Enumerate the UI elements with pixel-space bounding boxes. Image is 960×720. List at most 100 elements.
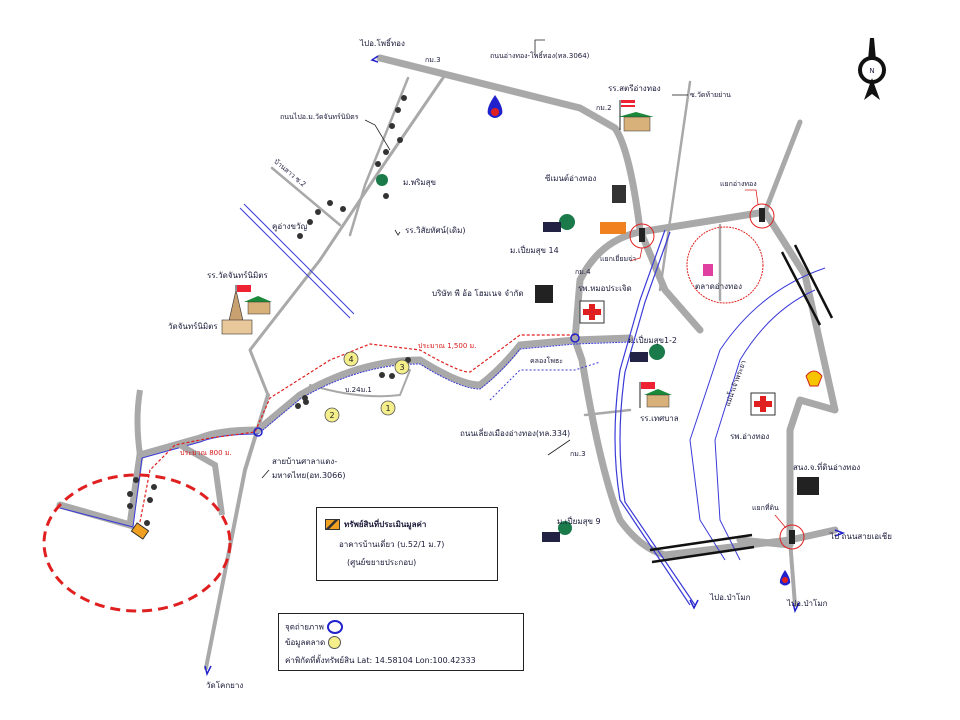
legend-market-row: ข้อมูลตลาด: [285, 636, 341, 649]
label-wat-chan: วัดจันทร์นิมิตร: [168, 322, 218, 331]
road-loop: [309, 369, 411, 398]
label-moo-piamsuk12: ม.เปี่ยมสุข1-2: [628, 336, 678, 345]
label-khu-chaeng: คูอ่างขวัญ: [272, 222, 308, 231]
school-thesaban-icon: [639, 382, 672, 408]
label-to-pamok-2: ไปอ.ป่าโมก: [787, 599, 828, 608]
label-school-satri: รร.สตรีอ่างทอง: [608, 84, 661, 93]
rivers: [239, 203, 826, 606]
label-company: บริษัท พี อ้อ โฮมเนจ จำกัด: [432, 289, 524, 298]
label-road-wat-chan: ถนนไปอ.ม.วัดจันทร์นิมิตร: [280, 113, 359, 121]
legend-property-row: ทรัพย์สินที่ประเมินมูลค่า: [325, 518, 426, 531]
label-junction-angthong: แยกอ่างทอง: [720, 180, 757, 188]
road-to-pamok-2: [788, 538, 797, 607]
market-data-point-icon: [327, 636, 341, 649]
highlight-circles: [42, 203, 805, 613]
label-hospital-angthong: รพ.อ่างทอง: [730, 432, 770, 441]
label-office: สนง.จ.ที่ดินอ่างทอง: [793, 463, 861, 472]
road-minor-2: [658, 80, 692, 292]
school-satri-icon: [618, 100, 654, 132]
label-road-angthong-phothong: ถนนอ่างทอง-โพธิ์ทอง(ทล.3064): [490, 52, 590, 60]
hospital-icons: [579, 300, 776, 416]
label-to-pamok-1: ไปอ.ป่าโมก: [710, 593, 751, 602]
camera-point-icon: [326, 620, 343, 634]
legend-coordinates-value: Lat: 14.58104 Lon:100.42333: [356, 656, 476, 665]
label-market: ตลาดอ่างทอง: [695, 282, 742, 291]
label-distance-800: ประมาณ 800 ม.: [180, 449, 232, 457]
road-minor-3: [270, 166, 342, 227]
survey-point-3: [394, 359, 410, 375]
route-line: [139, 334, 575, 523]
gas-station-icons: [487, 95, 823, 586]
property-area-circle: [42, 473, 232, 613]
label-km4: กม.4: [575, 268, 591, 276]
legend-photo-point: จุดถ่ายภาพ: [285, 622, 324, 632]
house-icons: [127, 95, 411, 526]
label-junction-thidin: แยกที่ดิน: [752, 504, 779, 512]
leader-lines: [261, 39, 688, 479]
label-canal: คลองโพธะ: [530, 357, 564, 365]
survey-point-3-label: 3: [399, 363, 404, 372]
label-village-24: บ.24ม.1: [345, 386, 372, 394]
survey-point-1: [380, 400, 396, 416]
property-legend: ทรัพย์สินที่ประเมินมูลค่า อาคารบ้านเดี่ย…: [316, 507, 498, 581]
survey-point-4-label: 4: [348, 355, 353, 364]
junction-leaders: [629, 189, 787, 529]
school-wat-chan-icon: [235, 285, 272, 315]
bridges: [649, 244, 834, 564]
label-school-wat-chan: รร.วัดจันทร์นิมิตร: [207, 271, 268, 280]
legend-coordinates-label: ค่าพิกัดที่ตั้งทรัพย์สิน: [285, 656, 355, 665]
label-km3-bottom: กม.3: [570, 450, 586, 458]
road-minor-4: [583, 408, 632, 417]
label-road-sala-daeng-2: มหาดไทย(อท.3066): [272, 471, 346, 480]
label-moo-piamsuk9: ม.เปี่ยมสุข 9: [557, 517, 601, 526]
canal: [489, 361, 601, 401]
photo-point-icons: [253, 333, 580, 437]
legend-property-line2: อาคารบ้านเดี่ยว (บ.52/1 ม.7): [339, 540, 445, 549]
road-north-east: [762, 119, 803, 215]
label-km2: กม.2: [596, 104, 612, 112]
school-icons: [235, 100, 672, 408]
label-junction-yodpho: แยกเยี่ยมจ่า: [600, 255, 637, 263]
legend-market-data: ข้อมูลตลาด: [285, 638, 326, 647]
temple-icon: [221, 289, 253, 335]
label-moo-piamsuk14: ม.เปี่ยมสุข 14: [510, 246, 559, 255]
building-icon: [612, 185, 626, 203]
property-swatch-icon: [325, 519, 340, 530]
property-marker: [130, 522, 150, 540]
survey-point-4: [343, 351, 359, 367]
market-icon: [703, 264, 713, 276]
label-school-thesaban: รร.เทศบาล: [640, 414, 679, 423]
road-minor-1: [348, 76, 410, 237]
legend-property-line3: (ศูนย์ขยายประกอบ): [347, 558, 417, 567]
label-distance-1500: ประมาณ 1,500 ม.: [418, 342, 477, 350]
label-sinchareon: ซีเมนต์อ่างทอง: [545, 174, 597, 183]
office-icons: [535, 285, 819, 495]
legend-property-title: ทรัพย์สินที่ประเมินมูลค่า: [344, 520, 427, 529]
direction-arrow-icons: [204, 55, 846, 677]
label-wat-hua-yan: ซ.วัดท้ายย่าน: [690, 91, 731, 99]
label-to-phothong: ไปอ.โพธิ์ทอง: [360, 39, 405, 48]
survey-points: [324, 351, 410, 423]
label-km3-top: กม.3: [425, 56, 441, 64]
bridge-south: [649, 533, 755, 564]
bridge-north: [780, 244, 834, 326]
label-wat-khok-yai: วัดโคกยาง: [206, 681, 244, 690]
route-road: [56, 334, 634, 530]
traffic-light-icons: [639, 208, 795, 544]
survey-point-2-label: 2: [329, 411, 334, 420]
label-to-chainat: ไป ถนนสายเอเชีย: [830, 532, 892, 541]
survey-point-1-label: 1: [385, 404, 390, 413]
junction-circle-angthong: [749, 203, 775, 229]
symbol-legend: จุดถ่ายภาพ ข้อมูลตลาด ค่าพิกัดที่ตั้งทรั…: [278, 613, 524, 671]
tree-house-icons: [376, 174, 665, 542]
legend-coordinates-row: ค่าพิกัดที่ตั้งทรัพย์สิน Lat: 14.58104 L…: [285, 654, 476, 667]
label-road-bypass: ถนนเลี่ยงเมืองอ่างทอง(ทล.334): [460, 429, 571, 438]
junction-circle-thidin: [779, 524, 805, 550]
market-circle: [686, 226, 764, 304]
north-label: N: [869, 67, 874, 75]
legend-photo-row: จุดถ่ายภาพ: [285, 620, 343, 634]
road-bypass-south: [571, 228, 839, 559]
label-hospital-chaiprachit: รพ.หมอประเจิด: [578, 284, 632, 293]
river-chao-phraya: [689, 267, 826, 561]
